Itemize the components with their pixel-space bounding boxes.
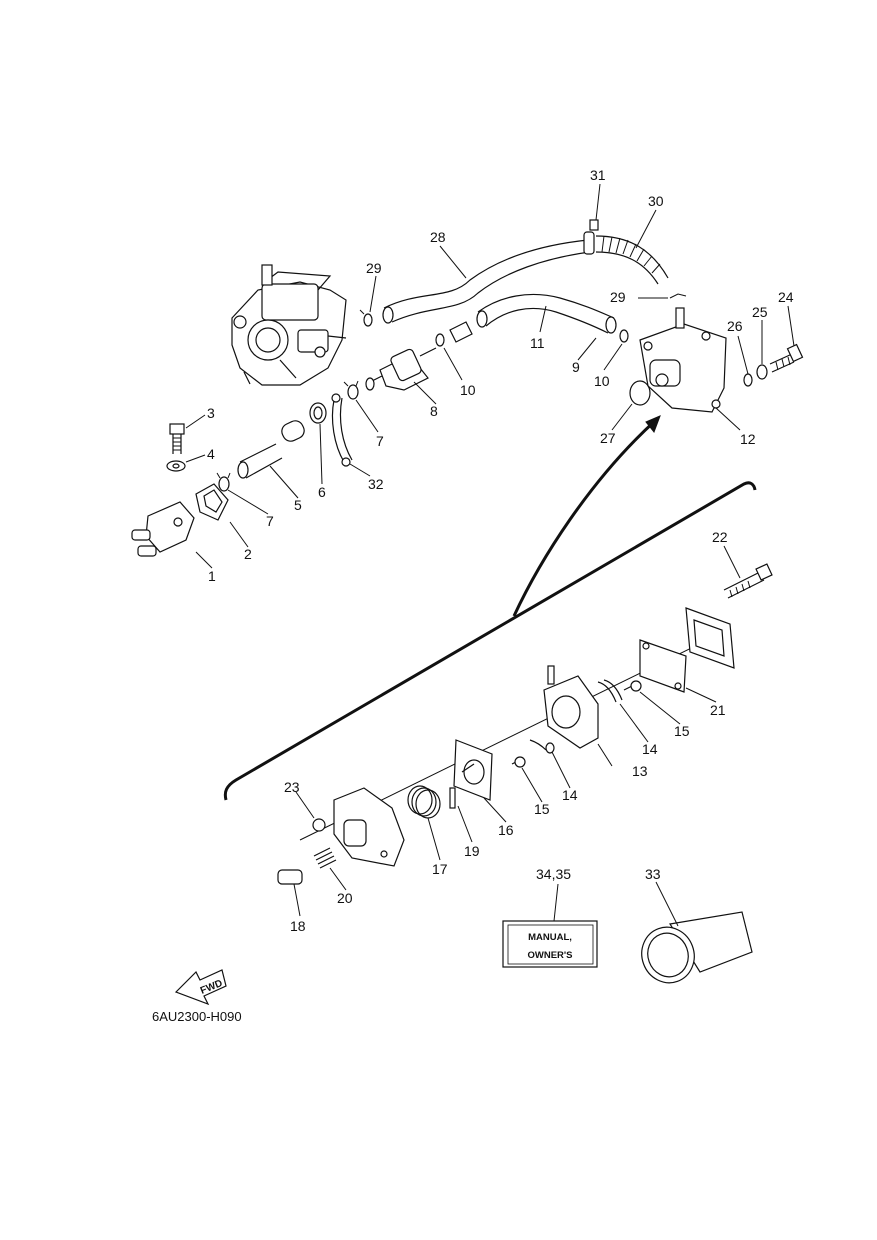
fuel-connector-1 xyxy=(131,501,195,557)
callout-34-35: 34,35 xyxy=(536,866,571,882)
pin-19 xyxy=(449,787,456,809)
fuel-hose-11 xyxy=(476,293,617,334)
callout-32: 32 xyxy=(368,476,384,492)
callout-11: 11 xyxy=(530,335,545,351)
callout-15-upper: 15 xyxy=(674,723,690,739)
callout-27: 27 xyxy=(600,430,616,446)
callout-7-upper: 7 xyxy=(376,433,384,449)
callout-2: 2 xyxy=(244,546,252,562)
callout-31: 31 xyxy=(590,167,606,183)
callout-3: 3 xyxy=(207,405,215,421)
spring-20 xyxy=(313,847,337,869)
cover-plate-22-mount xyxy=(685,607,735,669)
hose-joint-10 xyxy=(449,321,473,343)
nut-23 xyxy=(312,818,326,832)
hose-clamp-31 xyxy=(583,219,599,255)
callout-15-lower: 15 xyxy=(534,801,550,817)
washer-4 xyxy=(166,460,186,472)
callout-33: 33 xyxy=(645,866,661,882)
clip-7-lower xyxy=(216,472,231,492)
clip-10-left xyxy=(435,333,445,347)
clip-7-upper xyxy=(343,380,359,400)
fuel-pump-12 xyxy=(639,307,727,413)
callout-12: 12 xyxy=(740,431,756,447)
callout-19: 19 xyxy=(464,843,480,859)
bolt-24 xyxy=(769,343,804,373)
diaphragm-16 xyxy=(453,739,493,801)
callout-16: 16 xyxy=(498,822,514,838)
clip-29-left xyxy=(359,309,373,327)
callout-25: 25 xyxy=(752,304,768,320)
clip-10-right xyxy=(619,329,629,343)
corrugated-hose-30 xyxy=(595,235,669,285)
callout-28: 28 xyxy=(430,229,446,245)
callout-13: 13 xyxy=(632,763,648,779)
callout-4: 4 xyxy=(207,446,215,462)
callout-6: 6 xyxy=(318,484,326,500)
callout-labels: 1 2 3 4 5 6 7 7 8 9 10 10 11 12 13 14 14… xyxy=(207,167,794,934)
callout-29-right: 29 xyxy=(610,289,626,305)
callout-5: 5 xyxy=(294,497,302,513)
callout-24: 24 xyxy=(778,289,794,305)
plunger-18 xyxy=(277,869,303,885)
valve-14-upper xyxy=(597,679,623,703)
washer-25 xyxy=(756,364,768,380)
bolt-3 xyxy=(169,423,185,454)
gasket-2 xyxy=(195,483,229,521)
valve-14-lower xyxy=(529,739,555,754)
detail-boundary-line xyxy=(223,481,757,801)
callout-7-lower: 7 xyxy=(266,513,274,529)
callout-14-lower: 14 xyxy=(562,787,578,803)
callout-14-upper: 14 xyxy=(642,741,658,757)
pump-body-13 xyxy=(543,665,599,749)
manual-label-line1: MANUAL, xyxy=(528,932,572,943)
o-ring-27 xyxy=(629,380,651,406)
callout-10-right: 10 xyxy=(594,373,610,389)
screw-15-lower xyxy=(511,756,526,768)
fuel-hose-5 xyxy=(237,420,305,479)
washer-26 xyxy=(743,373,753,387)
screw-22 xyxy=(723,563,773,599)
callout-10-left: 10 xyxy=(460,382,476,398)
detail-pointer-arrow xyxy=(512,415,661,617)
callout-30: 30 xyxy=(648,193,664,209)
spring-17 xyxy=(407,785,441,819)
clip-29-right xyxy=(669,293,687,299)
pump-base-housing xyxy=(333,787,405,867)
fuel-filter-8 xyxy=(365,347,437,391)
callout-20: 20 xyxy=(337,890,353,906)
callout-17: 17 xyxy=(432,861,448,877)
callout-9: 9 xyxy=(572,359,580,375)
callout-21: 21 xyxy=(710,702,726,718)
fwd-arrow-icon xyxy=(174,969,227,1006)
callout-26: 26 xyxy=(727,318,743,334)
callout-8: 8 xyxy=(430,403,438,419)
callout-29-left: 29 xyxy=(366,260,382,276)
holder-32 xyxy=(331,393,353,467)
callout-22: 22 xyxy=(712,529,728,545)
diaphragm-21 xyxy=(639,639,687,693)
drawing-code: 6AU2300-H090 xyxy=(152,1009,242,1024)
owners-manual-box xyxy=(502,920,598,968)
pouch-33 xyxy=(641,911,753,984)
clip-6 xyxy=(309,402,327,424)
carburetor-drawing xyxy=(231,264,347,386)
leader-lines xyxy=(185,183,795,927)
screw-15-upper xyxy=(623,680,642,692)
callout-1: 1 xyxy=(208,568,216,584)
manual-label-line2: OWNER'S xyxy=(527,950,572,961)
callout-18: 18 xyxy=(290,918,306,934)
fuel-hose-28 xyxy=(382,239,591,324)
callout-23: 23 xyxy=(284,779,300,795)
